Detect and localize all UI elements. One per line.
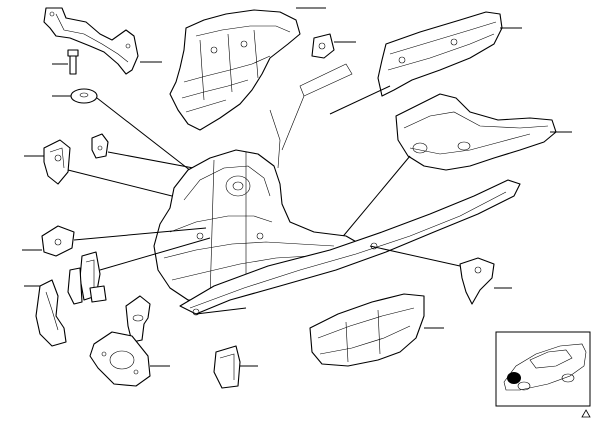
pin[interactable] <box>67 49 79 75</box>
leader-line <box>329 85 391 115</box>
leader-line <box>107 151 205 171</box>
leader-line <box>369 245 461 267</box>
cross-member[interactable] <box>179 179 521 316</box>
lower-left-bracket[interactable] <box>35 279 67 347</box>
bulkhead-panel[interactable] <box>309 293 425 367</box>
base-plate[interactable] <box>89 331 151 387</box>
small-clip[interactable] <box>91 133 109 159</box>
front-longitudinal-rail[interactable] <box>377 11 503 97</box>
gusset-bracket[interactable] <box>43 139 71 185</box>
leader-line <box>99 237 211 271</box>
leader-line <box>195 307 247 315</box>
triangle-marker-icon <box>581 409 591 418</box>
round-clip[interactable] <box>70 88 98 104</box>
wheel-arch-panel[interactable] <box>169 9 301 131</box>
leader-line <box>96 97 201 179</box>
tube-bracket[interactable] <box>125 295 151 343</box>
upper-left-bracket[interactable] <box>43 7 139 75</box>
floor-reinforcement[interactable] <box>395 93 557 171</box>
leader-line <box>73 227 207 241</box>
side-clip[interactable] <box>459 257 495 305</box>
left-mount-plate[interactable] <box>41 225 75 257</box>
leader-line <box>339 155 411 241</box>
car-location-icon <box>507 372 521 384</box>
vertical-bracket-b[interactable] <box>67 267 83 305</box>
support-piece[interactable] <box>89 285 107 303</box>
car-thumbnail <box>495 331 591 407</box>
small-top-bracket[interactable] <box>311 33 335 59</box>
floor-bracket[interactable] <box>213 345 241 389</box>
